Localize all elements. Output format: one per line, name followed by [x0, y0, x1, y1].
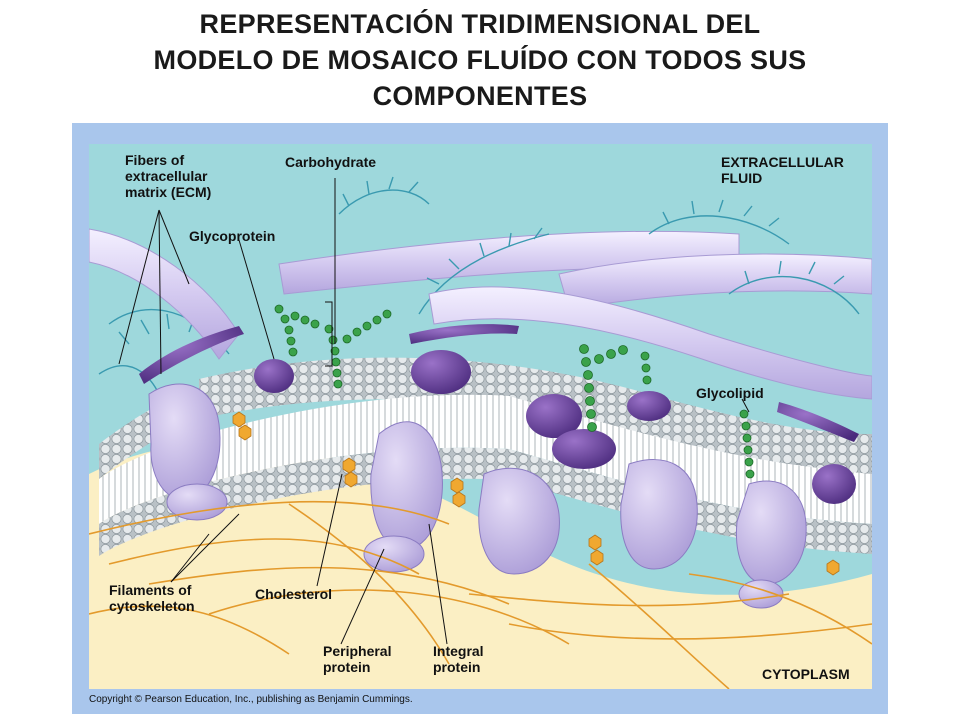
label-cholesterol: Cholesterol: [255, 586, 333, 602]
title-line-1: REPRESENTACIÓN TRIDIMENSIONAL DEL: [199, 9, 761, 39]
leader-lines: [118, 178, 750, 645]
label-carbohydrate: Carbohydrate: [285, 154, 377, 170]
ecm-fibers-front: [89, 228, 872, 400]
membrane-illustration: Fibers of extracellular matrix (ECM) Car…: [89, 144, 872, 689]
label-ecm-fibers: Fibers of extracellular matrix (ECM): [125, 152, 212, 200]
page-title: REPRESENTACIÓN TRIDIMENSIONAL DEL MODELO…: [0, 6, 960, 114]
label-extracellular-fluid: EXTRACELLULAR FLUID: [721, 154, 844, 186]
glycoprotein-heads: [139, 324, 859, 504]
label-peripheral-protein: Peripheral protein: [323, 643, 392, 675]
carbohydrate-chains: [274, 304, 755, 479]
cholesterol-molecules: [232, 411, 840, 576]
copyright-notice: Copyright © Pearson Education, Inc., pub…: [89, 694, 413, 705]
label-cytoplasm: CYTOPLASM: [762, 666, 850, 682]
cytoplasm-area: [89, 442, 872, 689]
title-line-3: COMPONENTES: [372, 81, 588, 111]
integral-proteins: [148, 383, 807, 609]
ecm-fibers-back: [278, 230, 872, 310]
title-line-2: MODELO DE MOSAICO FLUÍDO CON TODOS SUS: [153, 45, 807, 75]
membrane-drawing: [89, 144, 872, 689]
cytoskeleton-filaments: [89, 500, 872, 689]
label-glycolipid: Glycolipid: [696, 385, 764, 401]
label-glycoprotein: Glycoprotein: [189, 228, 276, 244]
label-filaments-cytoskeleton: Filaments of cytoskeleton: [109, 582, 195, 614]
label-integral-protein: Integral protein: [433, 643, 484, 675]
